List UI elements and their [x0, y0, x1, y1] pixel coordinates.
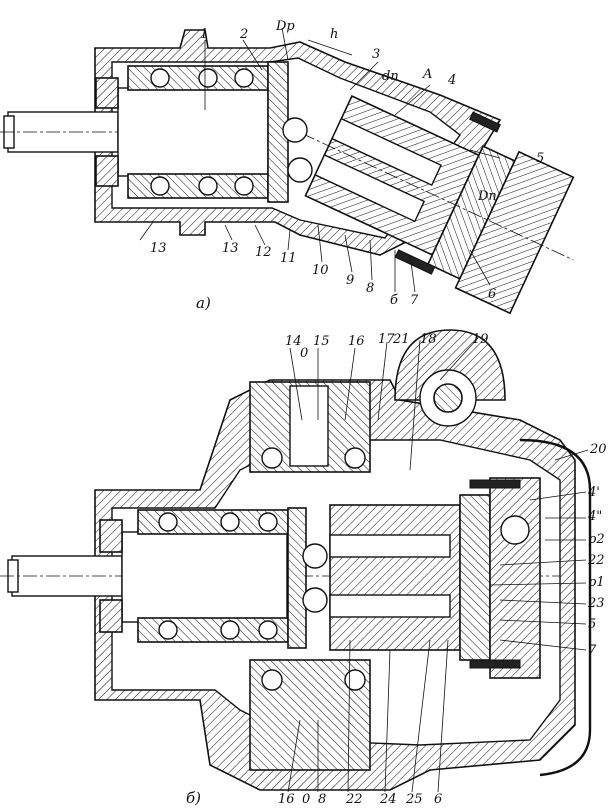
label-23: 23	[587, 596, 605, 611]
labels-figure-a: 1 2 Dp h 3 dп A 4 5 Dп 13 13 12 11 10 9 …	[150, 19, 544, 312]
label-8: 8	[366, 281, 374, 296]
figure-a	[0, 27, 575, 315]
label-dp: Dp	[275, 19, 295, 34]
bearings-a	[127, 65, 269, 199]
label-p1: p1	[588, 575, 605, 590]
label-17: 17	[378, 332, 395, 347]
label-7b: 7	[588, 643, 597, 658]
label-13a: 13	[150, 241, 167, 256]
control-knob	[394, 329, 506, 401]
label-A: A	[422, 67, 432, 82]
label-4p: 4'	[587, 485, 600, 500]
label-21: 21	[392, 332, 410, 347]
label-b6: б	[390, 293, 398, 308]
label-1: 1	[200, 27, 208, 42]
label-dn: dп	[382, 69, 399, 84]
label-25: 25	[405, 792, 423, 807]
label-O-bottom: 0	[302, 792, 310, 807]
label-15: 15	[313, 334, 330, 349]
label-4pp: 4"	[587, 509, 602, 524]
label-h: h	[330, 27, 338, 42]
label-16b: 16	[278, 792, 295, 807]
cylinder-block-a	[301, 94, 575, 315]
label-7: 7	[410, 293, 419, 308]
label-12: 12	[255, 245, 272, 260]
label-14: 14	[285, 334, 302, 349]
label-3: 3	[372, 47, 380, 62]
label-2: 2	[239, 27, 248, 42]
label-Dn: Dп	[477, 189, 497, 204]
caption-b: б)	[186, 789, 201, 807]
label-6: 6	[488, 287, 496, 302]
label-p2: p2	[588, 532, 605, 547]
caption-a: а)	[196, 294, 211, 312]
label-19: 19	[472, 332, 489, 347]
label-5b: 5	[588, 617, 596, 632]
label-22b: 22	[345, 792, 363, 807]
shaft-a-body	[117, 87, 269, 177]
label-5: 5	[536, 151, 544, 166]
label-16a: 16	[348, 334, 365, 349]
drive-flange-b	[287, 507, 307, 649]
label-24: 24	[379, 792, 397, 807]
label-8b: 8	[318, 792, 326, 807]
labels-figure-b: 14 0 15 16 17 21 18 19 20 4' 4" p2 22 p1…	[186, 332, 607, 807]
label-18: 18	[420, 332, 437, 347]
label-O-top: 0	[300, 346, 308, 361]
label-4: 4	[447, 73, 456, 88]
label-9: 9	[346, 273, 354, 288]
cylinder-block-b	[329, 477, 541, 679]
label-13b: 13	[222, 241, 239, 256]
label-11: 11	[280, 251, 297, 266]
figure-b	[0, 329, 592, 793]
label-6b: 6	[434, 792, 442, 807]
label-10: 10	[312, 263, 329, 278]
label-22a: 22	[587, 553, 605, 568]
label-20: 20	[589, 442, 607, 457]
